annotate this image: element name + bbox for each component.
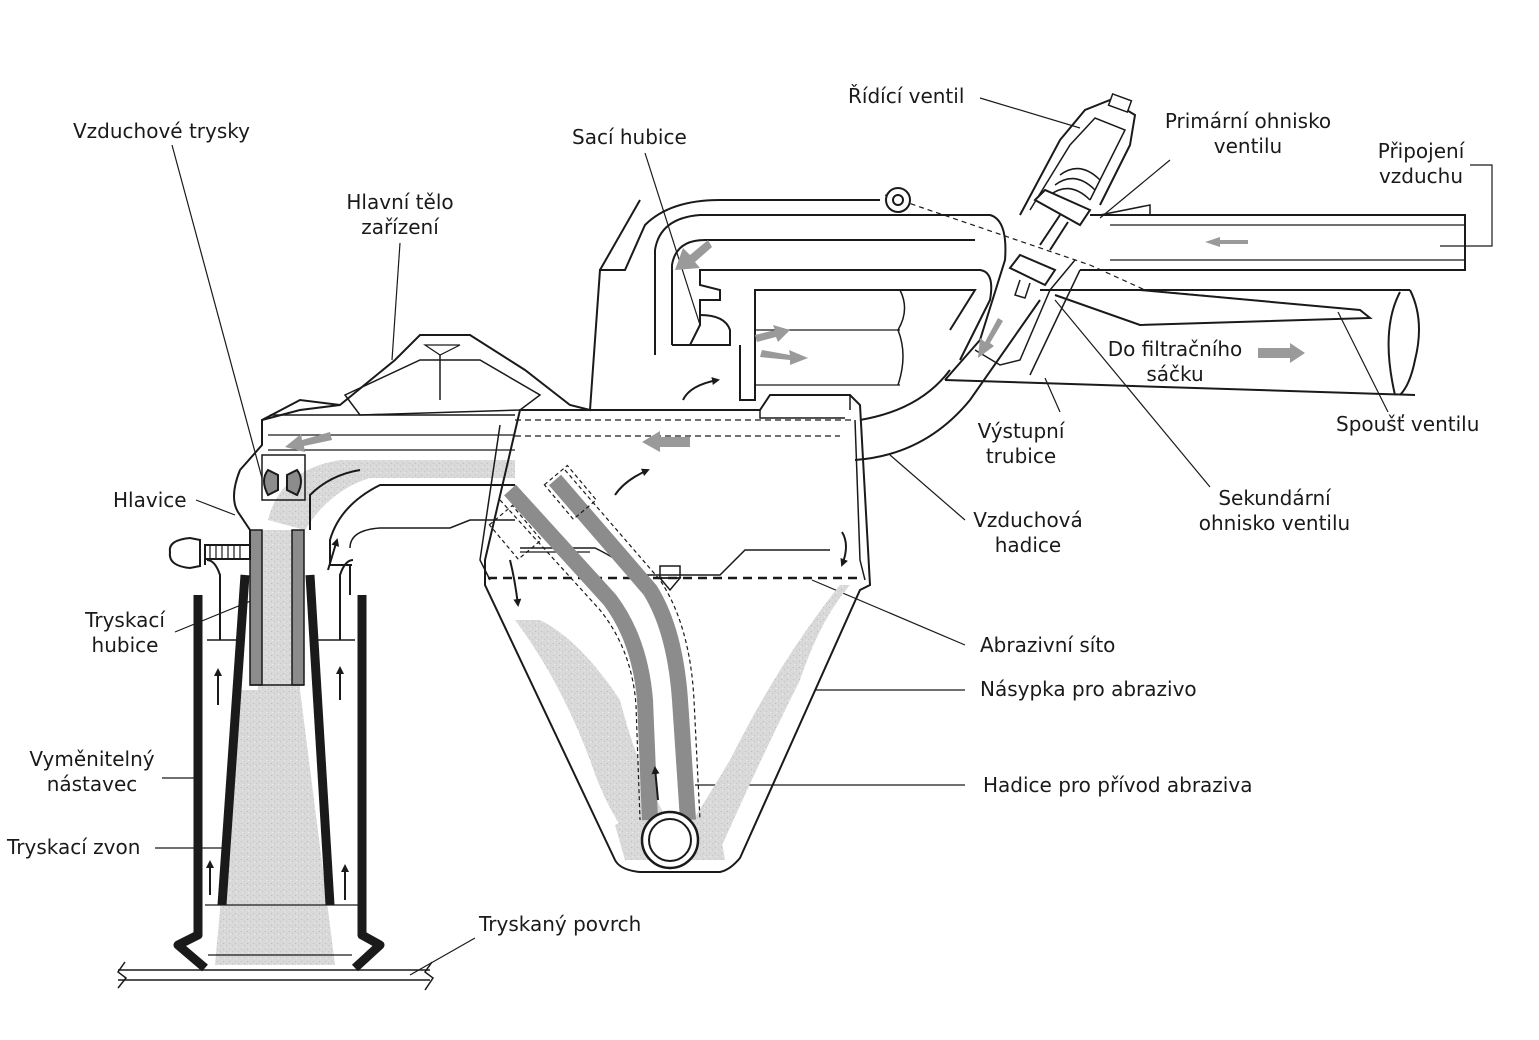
abrasive-fill	[215, 460, 850, 965]
surface	[116, 961, 435, 991]
main-body	[261, 199, 880, 451]
outlet-and-air-hose	[854, 187, 1420, 461]
label-control-valve: Řídící ventil	[848, 84, 965, 108]
label-air-connection: Připojení vzduchu	[1377, 139, 1465, 188]
label-valve-trigger: Spoušť ventilu	[1336, 412, 1480, 436]
flow-arrows-black	[206, 377, 848, 900]
label-head: Hlavice	[113, 488, 187, 512]
label-primary-valve-seat: Primární ohnisko ventilu	[1164, 109, 1332, 158]
hopper	[479, 394, 872, 873]
flow-arrows-grey	[285, 237, 1305, 452]
label-outlet-tube: Výstupní trubice	[977, 419, 1065, 468]
label-interchangeable-attachment: Vyměnitelný nástavec	[29, 747, 155, 796]
label-blasted-surface: Tryskaný povrch	[479, 912, 642, 936]
blasting-nozzle	[249, 529, 305, 686]
label-blasting-nozzle: Tryskací hubice	[85, 608, 165, 657]
abrasive-supply-hose	[488, 464, 701, 870]
label-air-jets: Vzduchové trysky	[73, 119, 250, 143]
label-blasting-bell: Tryskací zvon	[7, 835, 141, 859]
control-valve	[974, 92, 1151, 376]
blasting-bell	[173, 559, 385, 972]
label-secondary-valve-seat: Sekundární ohnisko ventilu	[1198, 486, 1351, 535]
label-to-filter-bag: Do filtračního sáčku	[1107, 337, 1243, 386]
head	[168, 404, 515, 595]
label-air-hose: Vzduchová hadice	[973, 508, 1083, 557]
label-abrasive-screen: Abrazivní síto	[980, 633, 1116, 657]
label-suction-nozzle: Sací hubice	[572, 125, 687, 149]
label-main-body: Hlavní tělo zařízení	[346, 190, 454, 239]
label-abrasive-supply-hose: Hadice pro přívod abraziva	[983, 773, 1253, 797]
air-inlet-pipe	[1080, 214, 1466, 271]
suction-duct	[599, 199, 1007, 401]
label-abrasive-hopper: Násypka pro abrazivo	[980, 677, 1197, 701]
